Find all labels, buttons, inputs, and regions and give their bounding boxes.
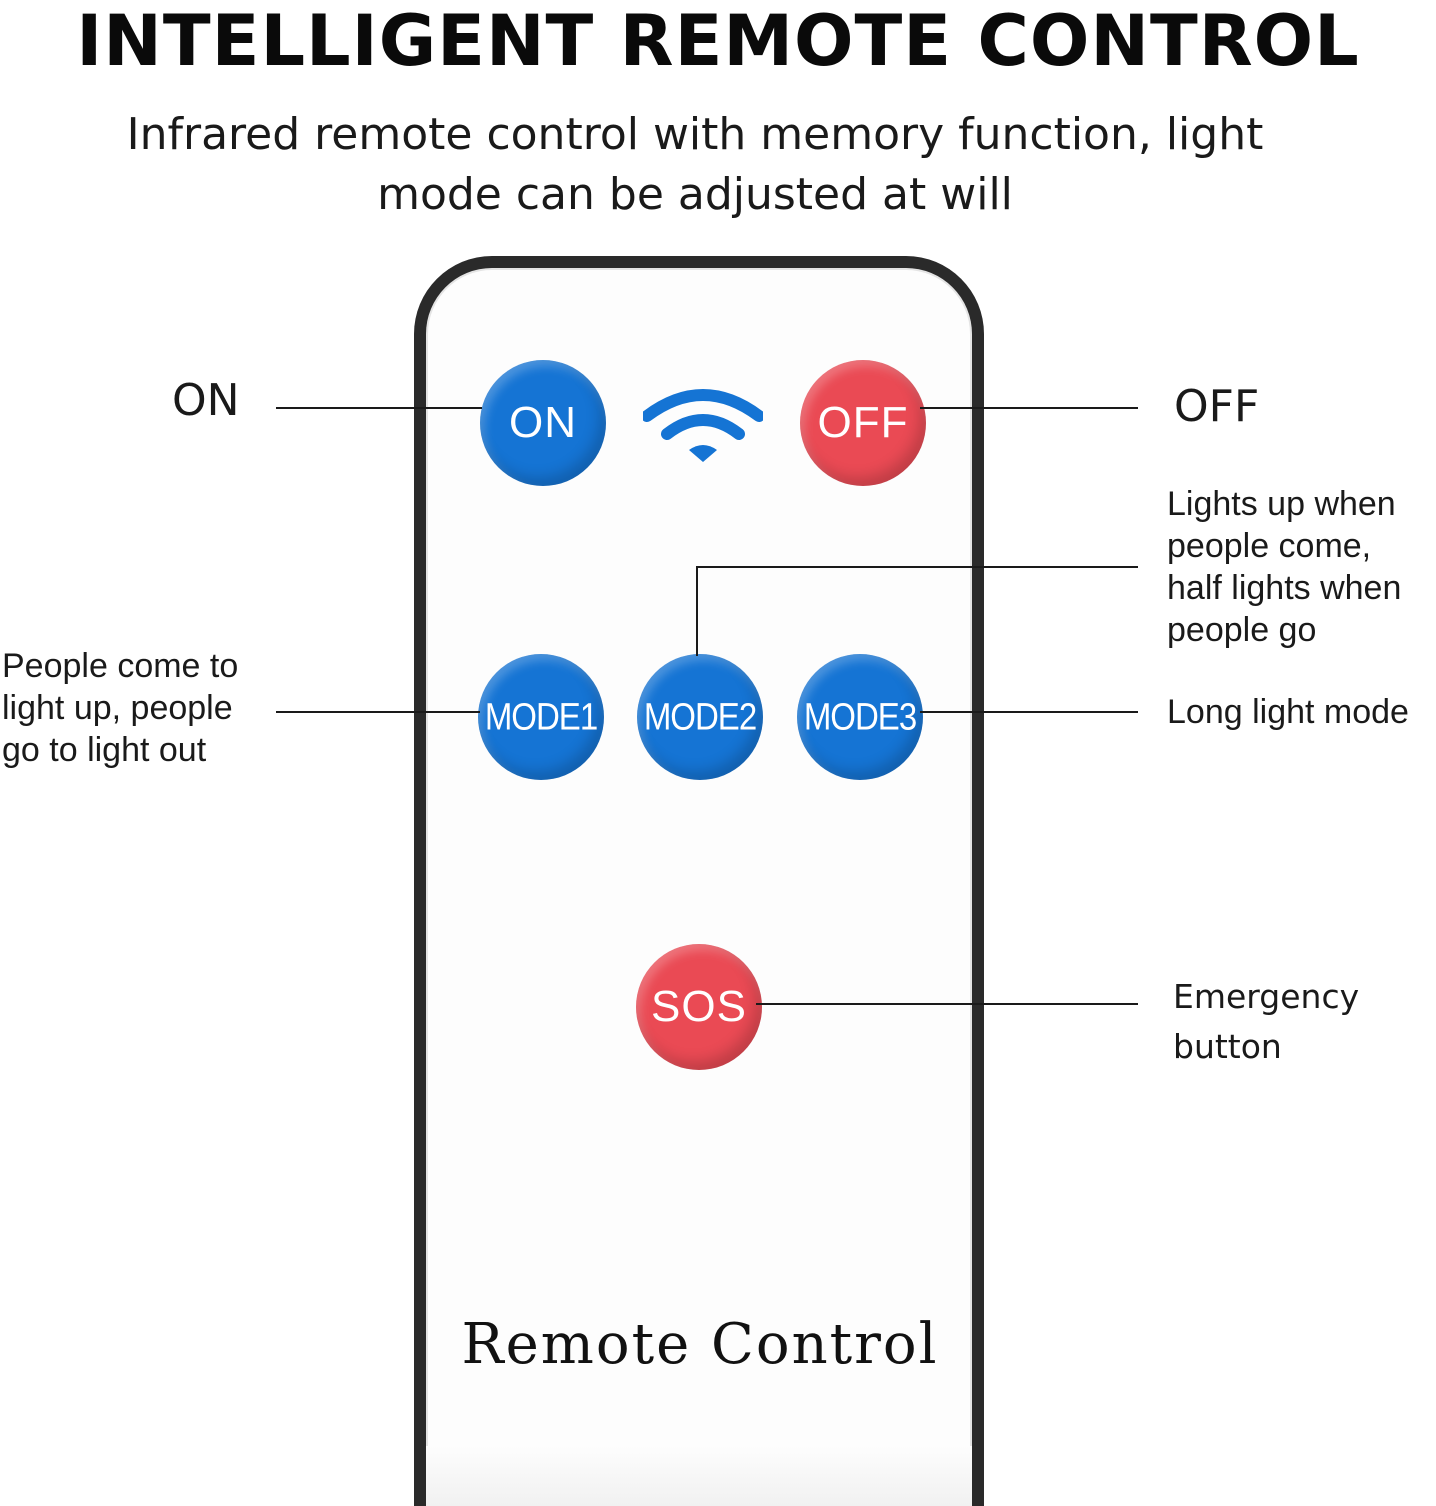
- off-button[interactable]: OFF: [800, 360, 926, 486]
- annotation-mode3: Long light mode: [1167, 693, 1409, 731]
- leader-line-mode1: [276, 711, 480, 713]
- mode2-button[interactable]: MODE2: [637, 654, 763, 780]
- on-button[interactable]: ON: [480, 360, 606, 486]
- wifi-icon: [643, 389, 763, 462]
- remote-shade: [426, 1446, 972, 1506]
- mode1-button-label: MODE1: [484, 695, 598, 738]
- leader-line-mode2-vertical: [696, 566, 698, 656]
- annotation-mode2: Lights up when people come, half lights …: [1167, 485, 1402, 649]
- mode3-button-label: MODE3: [803, 695, 917, 738]
- page-title: INTELLIGENT REMOTE CONTROL: [76, 0, 1360, 82]
- mode3-button[interactable]: MODE3: [797, 654, 923, 780]
- off-button-label: OFF: [817, 398, 909, 447]
- on-button-label: ON: [509, 398, 577, 447]
- sos-button-label: SOS: [651, 982, 747, 1031]
- annotation-off: OFF: [1174, 381, 1260, 432]
- page-subtitle: Infrared remote control with memory func…: [126, 109, 1264, 220]
- leader-line-on: [276, 407, 482, 409]
- annotation-sos: Emergency button: [1173, 977, 1360, 1066]
- leader-line-sos: [756, 1003, 1138, 1005]
- remote-label: Remote Control: [461, 1312, 939, 1377]
- leader-line-off: [920, 407, 1138, 409]
- mode1-button[interactable]: MODE1: [478, 654, 604, 780]
- sos-button[interactable]: SOS: [636, 944, 762, 1070]
- annotation-mode1: People come to light up, people go to li…: [2, 647, 239, 769]
- leader-line-mode2-horizontal: [696, 566, 1138, 568]
- mode2-button-label: MODE2: [643, 695, 757, 738]
- annotation-on: ON: [172, 375, 240, 426]
- leader-line-mode3: [920, 711, 1138, 713]
